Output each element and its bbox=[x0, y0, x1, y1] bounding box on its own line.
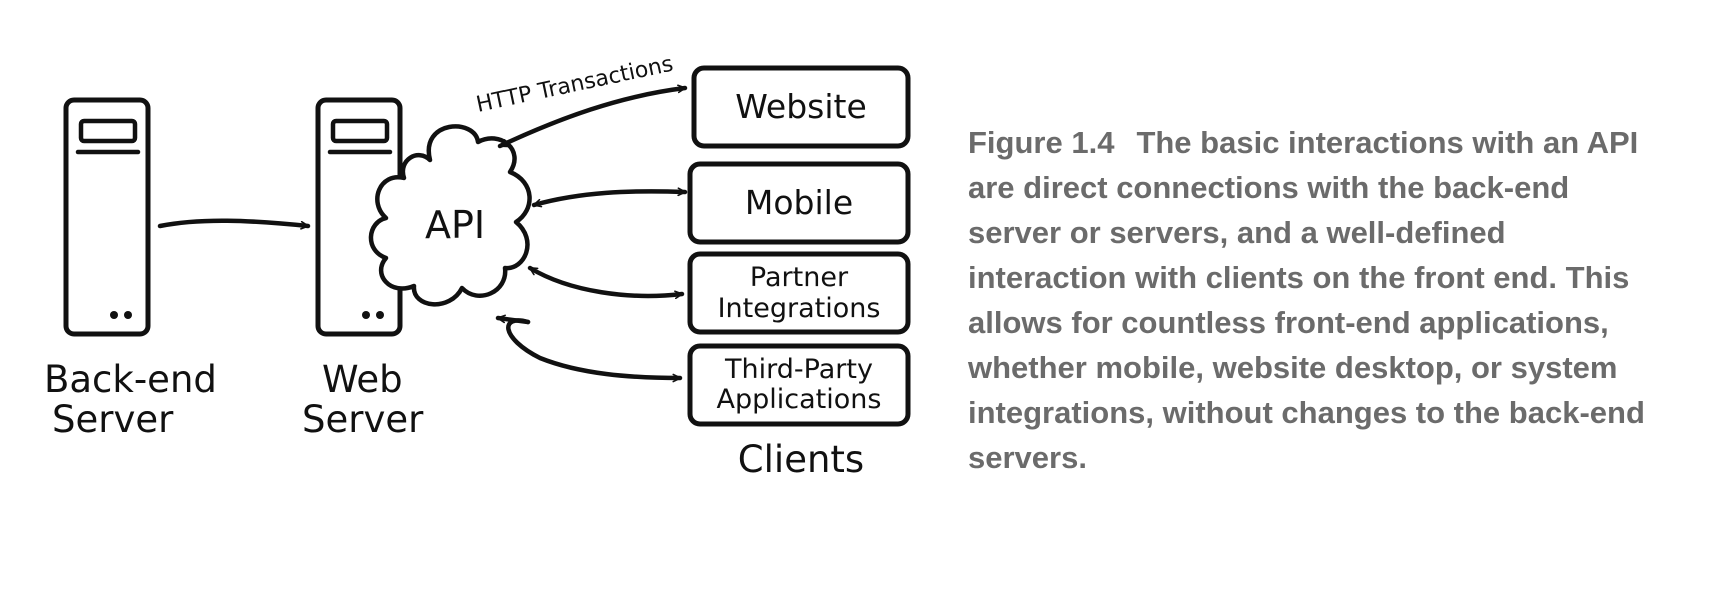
figure-number: Figure 1.4 bbox=[968, 125, 1115, 160]
partner-client-box bbox=[687, 251, 911, 335]
web-server-icon bbox=[315, 97, 403, 337]
api-partner-arrow bbox=[527, 265, 685, 300]
backend-server-icon bbox=[63, 97, 151, 337]
thirdparty-client-label-line2: Applications bbox=[717, 384, 882, 415]
api-thirdparty-arrow-head bbox=[495, 314, 531, 325]
api-interaction-diagram: Back-end Server Web Server API HTTP Tran… bbox=[44, 52, 911, 481]
api-mobile-arrow bbox=[531, 187, 688, 208]
api-website-arrow bbox=[497, 84, 688, 149]
website-client-box bbox=[691, 65, 911, 149]
backend-server-label-line1: Back-end bbox=[44, 358, 217, 401]
thirdparty-client-box bbox=[687, 343, 911, 427]
figure-caption-text: The basic interactions with an API are d… bbox=[968, 125, 1645, 475]
clients-label: Clients bbox=[738, 438, 864, 481]
backend-server-label-line2: Server bbox=[52, 398, 174, 441]
http-transactions-label: HTTP Transactions bbox=[474, 52, 675, 118]
web-server-label-line1: Web bbox=[322, 358, 403, 401]
partner-client-label-line2: Integrations bbox=[718, 293, 881, 324]
api-label: API bbox=[425, 203, 485, 247]
backend-to-web-arrow bbox=[157, 218, 311, 230]
partner-client-label-line1: Partner bbox=[750, 262, 849, 293]
mobile-client-box bbox=[687, 161, 911, 245]
thirdparty-client-label-line1: Third-Party bbox=[724, 354, 873, 385]
website-client-label: Website bbox=[735, 87, 867, 126]
mobile-client-label: Mobile bbox=[745, 183, 853, 222]
web-server-label-line2: Server bbox=[302, 398, 424, 441]
api-thirdparty-arrow bbox=[506, 318, 683, 383]
